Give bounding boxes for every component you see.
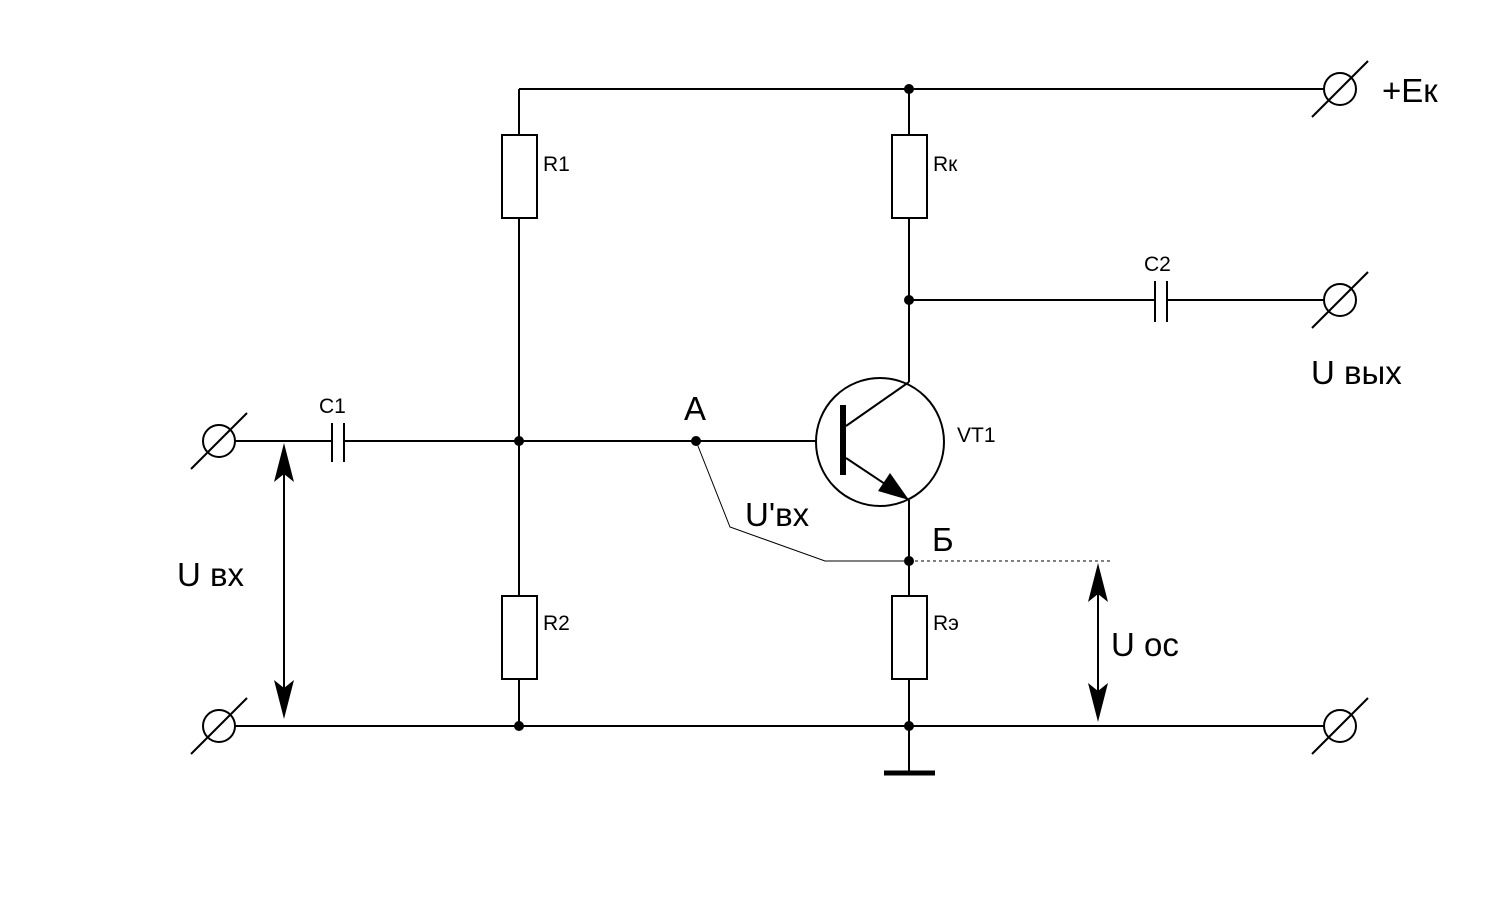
label-node-b: Б — [932, 521, 954, 558]
transistor-vt1 — [815, 377, 945, 507]
label-u-vh-prime: U'вх — [745, 496, 810, 533]
label-re: Rэ — [933, 612, 959, 635]
junction-dot — [514, 436, 524, 446]
junction-dot — [904, 84, 914, 94]
emitter-arrow-icon — [878, 473, 909, 500]
label-vt1: VT1 — [957, 424, 996, 447]
resistor-rk — [891, 134, 928, 219]
label-rk: Rк — [933, 153, 958, 176]
terminal-supply — [1311, 60, 1369, 118]
resistor-r2 — [501, 595, 538, 680]
arrow-up-icon — [1088, 563, 1108, 602]
label-u-os: U ос — [1111, 626, 1179, 663]
resistor-re — [891, 595, 928, 680]
u-vh-prime-path — [695, 440, 909, 562]
terminal-input-ground — [190, 697, 248, 755]
arrow-up-icon — [274, 443, 294, 482]
junction-dot — [514, 721, 524, 731]
terminal-input — [190, 412, 248, 470]
u-vh-arrow — [274, 443, 294, 719]
arrow-down-icon — [1088, 683, 1108, 722]
label-u-vyh: U вых — [1311, 354, 1402, 391]
capacitor-c1 — [331, 423, 345, 462]
resistor-r1 — [501, 134, 538, 219]
arrow-down-icon — [274, 680, 294, 719]
junction-dot — [904, 295, 914, 305]
capacitor-c2 — [1154, 281, 1168, 322]
label-r2: R2 — [543, 612, 570, 635]
label-c1: C1 — [319, 395, 346, 418]
label-u-vh: U вх — [177, 556, 245, 593]
label-node-a: А — [684, 390, 706, 427]
terminal-output-ground — [1311, 697, 1369, 755]
terminal-output — [1311, 271, 1369, 329]
label-ek: +Eк — [1382, 72, 1438, 109]
label-r1: R1 — [543, 153, 570, 176]
transistor-collector — [845, 381, 910, 427]
junctions — [514, 84, 914, 731]
junction-dot — [904, 721, 914, 731]
u-os-arrow — [1088, 563, 1108, 722]
wires — [233, 88, 1326, 776]
label-c2: C2 — [1144, 253, 1171, 276]
